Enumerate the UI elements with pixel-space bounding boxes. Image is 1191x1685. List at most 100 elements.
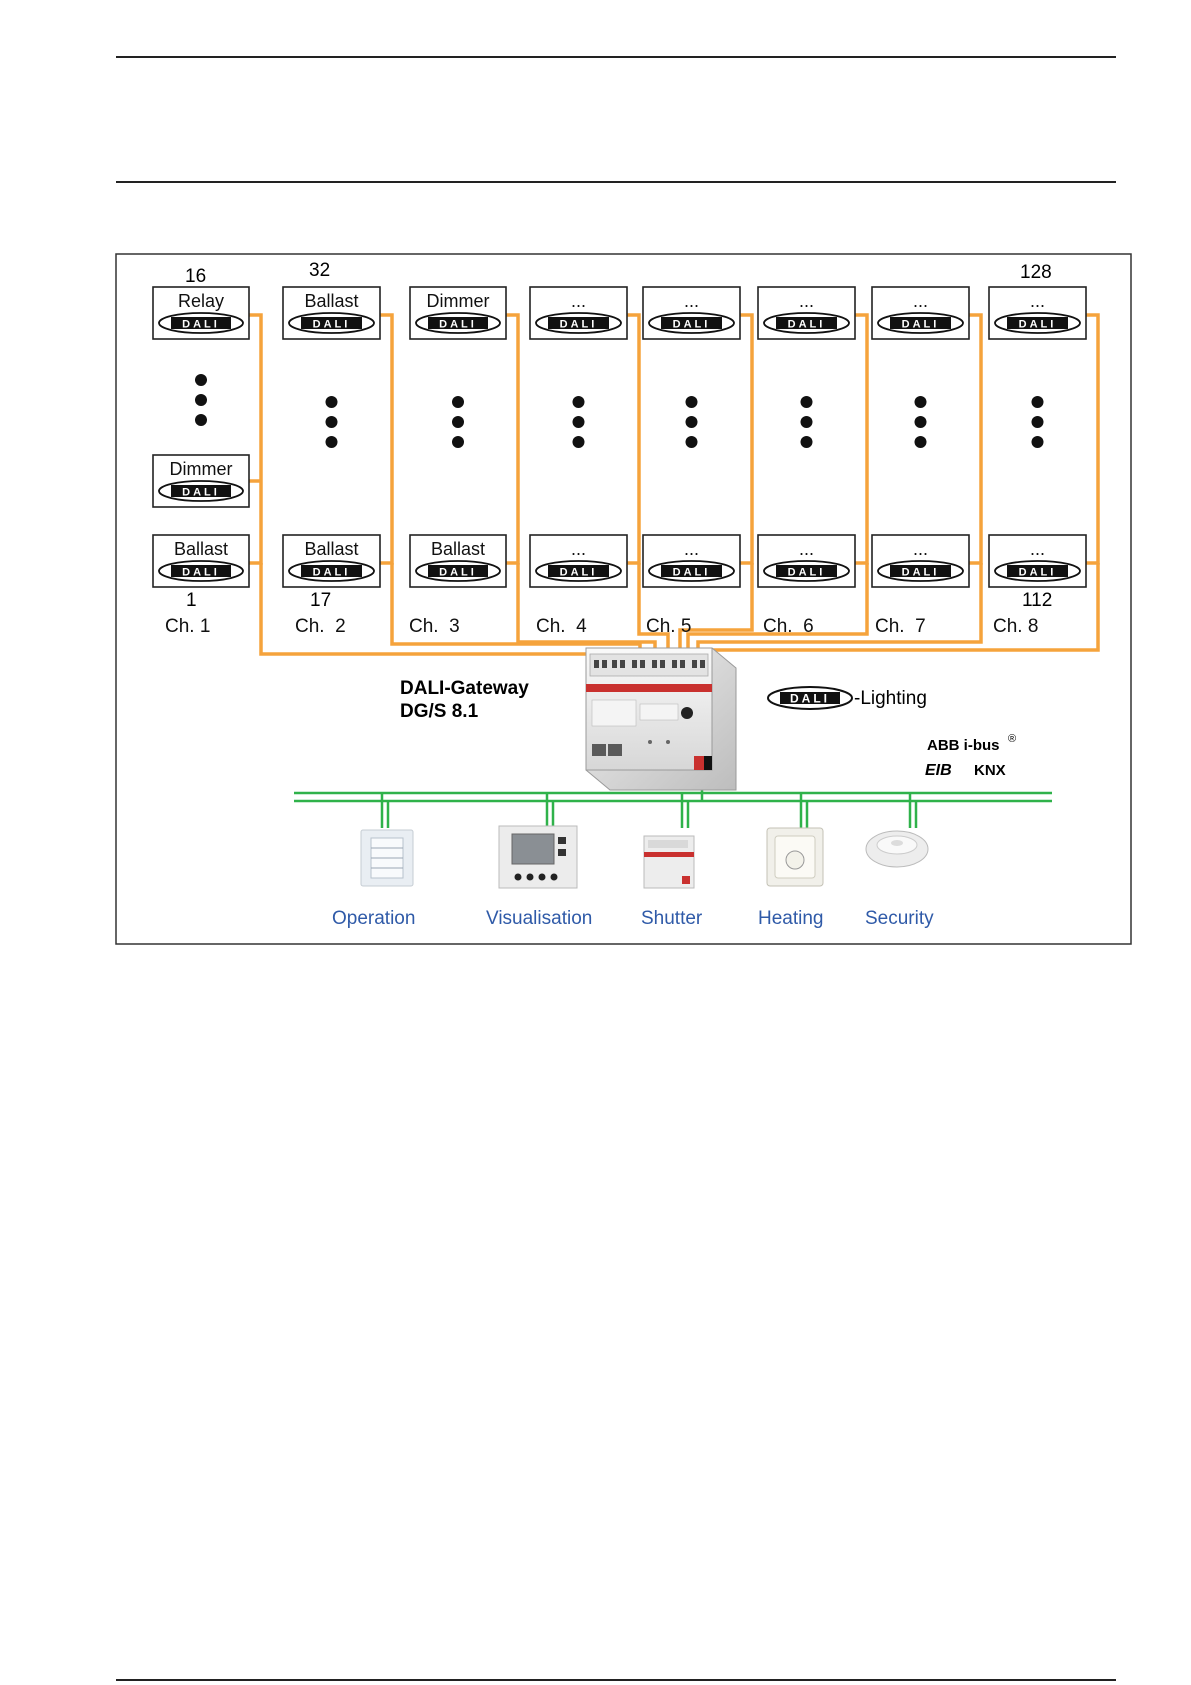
dali-feed-channel-3 [516,563,657,652]
dali-logo-icon: DALI [767,686,853,710]
shutter-device-image [643,835,695,889]
dali-logo-text: DALI [902,319,940,331]
dali-logo-icon: DALI [648,560,735,582]
bus-drop-device-2 [545,793,555,828]
dali-lighting-legend: DALI -Lighting [767,686,927,710]
lighting-legend-label: -Lighting [854,688,927,709]
dali-logo-icon: DALI [158,480,244,502]
device-box-ch2-bottom-label: Ballast [304,539,358,559]
address-ch2-top: 32 [309,260,330,281]
dali-logo-text: DALI [313,319,351,331]
ellipsis-dot [914,396,927,408]
dali-logo-text: DALI [182,319,220,331]
ellipsis-dot [800,436,813,448]
dali-wire-channel-7 [969,313,983,565]
dali-logo-text: DALI [182,567,220,579]
dali-logo-icon: DALI [877,560,964,582]
dali-logo-text: DALI [1019,567,1057,579]
bus-device-label-heating: Heating [758,908,824,929]
ellipsis-dot [800,416,813,428]
device-box-ch6-bottom: ... DALI [757,534,856,588]
security-device-image [865,830,929,868]
figure-frame [115,253,1132,945]
ellipsis-dot [685,396,698,408]
device-box-ch5-bottom-label: ... [684,539,699,559]
dali-wire-channel-8 [1086,313,1100,565]
device-box-ch4-bottom: ...DALI [529,534,628,588]
dali-logo-text: DALI [439,567,477,579]
dali-logo-icon: DALI [158,312,244,334]
bus-device-label-visualisation: Visualisation [486,908,592,929]
ellipsis-dot [685,436,698,448]
channel-label-1: Ch. 1 [165,616,210,637]
channel-label-7: Ch. 7 [875,616,926,637]
ellipsis-dot [452,416,464,428]
dali-logo-icon: DALI [158,560,244,582]
ellipsis-dot [452,436,464,448]
continuation-dots [195,374,1044,448]
bus-device-label-operation: Operation [332,908,415,929]
dali-logo-text: DALI [790,692,830,706]
ellipsis-dot [914,436,927,448]
device-box-ch8-top-label: ... [1030,291,1045,311]
dali-logo-text: DALI [788,567,826,579]
device-box-ch7-bottom-label: ... [913,539,928,559]
eib-logo: EIB [925,762,952,779]
bus-drop-device-5 [908,793,918,828]
dali-logo-icon: DALI [288,312,375,334]
brand-logos: ABB i-bus ® EIB KNX [925,733,1016,779]
dali-logo-icon: DALI [415,312,501,334]
address-ch1-top: 16 [185,266,206,287]
device-box-ch8-bottom-label: ... [1030,539,1045,559]
device-box-ch1-middle-label: Dimmer [170,459,233,479]
knx-logo: KNX [974,762,1006,779]
device-box-ch6-bottom-label: ... [799,539,814,559]
gateway-name-line2: DG/S 8.1 [400,701,479,722]
device-box-ch7-top-label: ... [913,291,928,311]
dali-logo-icon: DALI [877,312,964,334]
ellipsis-dot [325,436,338,448]
channel-label-2: Ch. 2 [295,616,346,637]
channel-label-3: Ch. 3 [409,616,460,637]
bus-drop-device-3 [680,793,690,828]
bus-device-label-security: Security [865,908,934,929]
dali-logo-text: DALI [1019,319,1057,331]
bus-device-label-shutter: Shutter [641,908,703,929]
dali-wire-channel-5 [740,313,754,565]
dali-wire-channel-4 [627,313,641,565]
footer-rule [116,1679,1116,1681]
ellipsis-dot [1031,436,1044,448]
dali-logo-text: DALI [673,319,711,331]
header-rule-bottom [116,181,1116,183]
dali-logo-icon: DALI [535,312,622,334]
dali-logo-icon: DALI [648,312,735,334]
dali-logo-text: DALI [313,567,351,579]
channel-label-4: Ch. 4 [536,616,587,637]
knx-bus [294,770,1052,828]
device-box-ch3-bottom-label: Ballast [431,539,485,559]
channel-label-5: Ch. 5 [646,616,691,637]
bus-drop-device-1 [380,793,390,828]
abb-ibus-logo: ABB i-bus [927,737,1000,754]
dali-wire-channel-6 [855,313,869,565]
dali-logo-text: DALI [788,319,826,331]
heating-device-image [766,827,824,887]
dali-device-boxes: RelayDALIBallastDALIDimmerDALIBallastDAL… [152,286,1087,588]
dali-wire-channel-2 [380,313,394,565]
device-box-ch4-top-label: ... [571,291,586,311]
gateway-name-line1: DALI-Gateway [400,678,529,699]
channel-label-6: Ch. 6 [763,616,814,637]
device-box-ch7-bottom: ...DALI [871,534,970,588]
device-box-ch2-top-label: Ballast [304,291,358,311]
ellipsis-dot [914,416,927,428]
ellipsis-dot [572,416,585,428]
device-box-ch8-top: ... DALI [988,286,1087,340]
device-box-ch4-top: ...DALI [529,286,628,340]
dali-logo-icon: DALI [288,560,375,582]
ellipsis-dot [1031,396,1044,408]
dali-feed-channel-6 [686,563,869,652]
dali-logo-text: DALI [439,319,477,331]
